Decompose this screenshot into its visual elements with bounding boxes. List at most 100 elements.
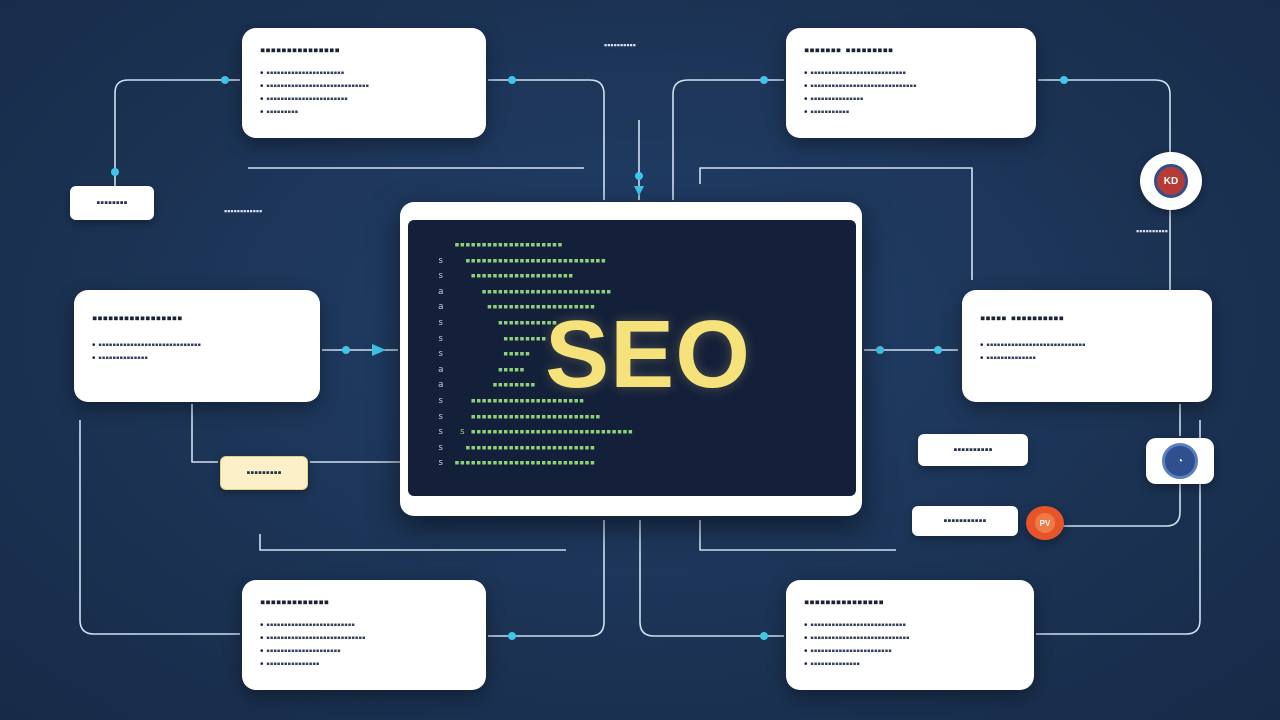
left-small-tag: ▪▪▪▪▪▪▪▪ xyxy=(70,186,154,220)
card-line: ▪▪▪▪▪▪▪▪▪▪▪▪▪▪ xyxy=(92,352,302,365)
code-line: a ▪▪▪▪▪▪▪▪ xyxy=(438,378,633,394)
seo-heading: SEO xyxy=(545,301,751,408)
card-line: ▪▪▪▪▪▪▪▪▪▪▪▪▪▪▪▪▪▪▪▪▪▪▪ xyxy=(804,645,1016,658)
code-gutter: s xyxy=(438,317,455,328)
code-gutter: s xyxy=(438,271,455,282)
code-line: s ▪▪▪▪▪▪▪▪▪▪▪▪▪▪▪▪▪▪▪ xyxy=(438,269,633,285)
card-title: ▪▪▪▪▪▪▪▪▪▪▪▪▪▪▪▪▪ xyxy=(92,310,183,327)
kd-badge-label: KD xyxy=(1163,175,1179,187)
card-line: ▪▪▪▪▪▪▪▪▪▪▪▪▪▪▪ xyxy=(804,93,1018,106)
code-text: ▪▪▪▪▪▪▪▪▪▪▪▪▪▪▪▪▪▪▪▪▪▪▪▪▪▪ xyxy=(454,255,606,266)
code-text: ▪▪▪▪▪▪▪▪▪▪▪▪▪▪▪▪▪▪▪▪ xyxy=(454,302,596,313)
code-gutter: s xyxy=(438,411,455,422)
code-text: ▪▪▪▪▪ xyxy=(454,349,531,360)
wire-under-topright xyxy=(699,167,973,280)
wire-badge-to-orange xyxy=(1062,484,1181,527)
analytics-badge-label: ◔ xyxy=(1176,455,1184,467)
card-title: ▪▪▪▪▪▪▪▪▪▪▪▪▪ xyxy=(260,594,330,611)
left-cream-tag: ▪▪▪▪▪▪▪▪▪ xyxy=(220,456,308,490)
code-line: a ▪▪▪▪▪▪▪▪▪▪▪▪▪▪▪▪▪▪▪▪▪▪▪▪ xyxy=(438,285,633,301)
wire-connector-dot xyxy=(508,76,516,84)
wire-connector-dot xyxy=(342,346,350,354)
card-line: ▪▪▪▪▪▪▪▪▪▪▪▪▪▪▪▪▪▪▪▪▪▪▪▪▪▪▪▪ xyxy=(980,339,1194,352)
analytics-badge-inner: ◔ xyxy=(1162,443,1198,479)
code-text: ▪▪▪▪▪▪▪▪▪▪▪ xyxy=(454,317,558,328)
kd-badge-icon: KD xyxy=(1140,152,1202,210)
code-line: s s ▪▪▪▪▪▪▪▪▪▪▪▪▪▪▪▪▪▪▪▪▪▪▪▪▪▪▪▪▪▪ xyxy=(438,425,633,441)
wire-topright-right xyxy=(1038,79,1171,290)
code-gutter: a xyxy=(438,364,455,375)
code-line: ▪▪▪▪▪▪▪▪▪▪▪▪▪▪▪▪▪▪▪▪ xyxy=(438,238,633,254)
arrow-down-icon xyxy=(634,186,644,196)
pv-badge-icon: PV xyxy=(1026,506,1064,540)
code-gutter xyxy=(438,240,454,250)
card-bottom-left: ▪▪▪▪▪▪▪▪▪▪▪▪▪ ▪▪▪▪▪▪▪▪▪▪▪▪▪▪▪▪▪▪▪▪▪▪▪▪▪ … xyxy=(242,580,486,690)
code-block: ▪▪▪▪▪▪▪▪▪▪▪▪▪▪▪▪▪▪▪▪s ▪▪▪▪▪▪▪▪▪▪▪▪▪▪▪▪▪▪… xyxy=(438,238,633,472)
card-line: ▪▪▪▪▪▪▪▪▪▪▪▪▪▪▪▪▪▪▪▪▪▪▪▪▪▪▪▪▪ xyxy=(260,80,468,93)
card-line: ▪▪▪▪▪▪▪▪▪▪▪▪▪▪▪▪▪▪▪▪▪ xyxy=(260,645,468,658)
code-text: ▪▪▪▪▪▪▪▪▪▪▪▪▪▪▪▪▪▪▪▪▪ xyxy=(454,395,585,406)
code-line: a ▪▪▪▪▪ xyxy=(438,363,633,379)
code-gutter: s xyxy=(438,427,455,438)
card-line: ▪▪▪▪▪▪▪▪▪▪▪▪▪▪ xyxy=(980,352,1194,365)
code-text: ▪▪▪▪▪▪▪▪▪▪▪▪▪▪▪▪▪▪▪▪ xyxy=(454,240,563,250)
card-title: ▪▪▪▪▪▪▪ ▪▪▪▪▪▪▪▪▪ xyxy=(804,42,894,59)
wire-connector-dot xyxy=(635,172,643,180)
code-line: s ▪▪▪▪▪▪▪▪▪▪▪▪▪▪▪▪▪▪▪▪▪▪▪▪▪▪ xyxy=(438,254,633,270)
code-text: ▪▪▪▪▪▪▪▪▪▪▪▪▪▪▪▪▪▪▪▪▪▪▪▪ xyxy=(454,286,612,297)
wire-connector-dot xyxy=(934,346,942,354)
code-gutter: s xyxy=(438,395,455,406)
code-gutter: s xyxy=(438,349,455,360)
left-float-label: ▪▪▪▪▪▪▪▪▪▪▪▪ xyxy=(224,206,263,216)
card-mid-right: ▪▪▪▪▪ ▪▪▪▪▪▪▪▪▪▪ ▪▪▪▪▪▪▪▪▪▪▪▪▪▪▪▪▪▪▪▪▪▪▪… xyxy=(962,290,1212,402)
code-gutter: s xyxy=(438,442,455,453)
card-line: ▪▪▪▪▪▪▪▪▪▪▪▪▪▪ xyxy=(804,658,1016,671)
badge-caption: ▪▪▪▪▪▪▪▪▪▪ xyxy=(1136,226,1168,236)
code-screen: ▪▪▪▪▪▪▪▪▪▪▪▪▪▪▪▪▪▪▪▪s ▪▪▪▪▪▪▪▪▪▪▪▪▪▪▪▪▪▪… xyxy=(408,220,856,496)
code-gutter: s xyxy=(438,458,455,469)
wire-bottomleft-right xyxy=(488,520,605,637)
right-tag-b: ▪▪▪▪▪▪▪▪▪▪▪ xyxy=(912,506,1018,536)
code-line: s ▪▪▪▪▪▪▪▪▪▪▪▪▪▪▪▪▪▪▪▪▪▪▪▪ xyxy=(438,441,633,457)
wire-connector-dot xyxy=(1060,76,1068,84)
code-gutter: a xyxy=(438,286,455,297)
code-text: ▪▪▪▪▪▪▪▪ xyxy=(454,333,547,344)
pv-badge-label: PV xyxy=(1039,518,1051,528)
code-text: ▪▪▪▪▪▪▪▪▪▪▪▪▪▪▪▪▪▪▪ xyxy=(454,271,574,282)
code-line: s ▪▪▪▪▪▪▪▪ xyxy=(438,332,633,348)
card-line: ▪▪▪▪▪▪▪▪▪▪▪▪▪▪▪▪▪▪▪▪▪▪▪▪▪▪▪▪ xyxy=(260,632,468,645)
wire-topright-left xyxy=(672,79,784,200)
card-line: ▪▪▪▪▪▪▪▪▪▪▪▪▪▪▪▪▪▪▪▪▪▪▪▪▪▪▪▪▪ xyxy=(92,339,302,352)
wire-left-long xyxy=(79,420,240,635)
wire-bottomright-left xyxy=(639,520,784,637)
card-line: ▪▪▪▪▪▪▪▪▪ xyxy=(260,106,468,119)
card-title: ▪▪▪▪▪▪▪▪▪▪▪▪▪▪▪ xyxy=(804,594,884,611)
code-text: ▪▪▪▪▪▪▪▪▪▪▪▪▪▪▪▪▪▪▪▪▪▪▪▪▪▪ xyxy=(454,458,596,469)
wire-connector-dot xyxy=(760,632,768,640)
card-line: ▪▪▪▪▪▪▪▪▪▪▪▪▪▪▪▪▪▪▪▪▪▪▪▪▪▪▪▪ xyxy=(804,632,1016,645)
code-text: ▪▪▪▪▪▪▪▪ xyxy=(454,380,536,391)
card-top-left: ▪▪▪▪▪▪▪▪▪▪▪▪▪▪▪ ▪▪▪▪▪▪▪▪▪▪▪▪▪▪▪▪▪▪▪▪▪▪ ▪… xyxy=(242,28,486,138)
wire-connector-dot xyxy=(876,346,884,354)
code-text: ▪▪▪▪▪ xyxy=(454,364,525,375)
code-gutter: s xyxy=(438,333,455,344)
code-gutter: s xyxy=(438,255,455,266)
card-title: ▪▪▪▪▪▪▪▪▪▪▪▪▪▪▪ xyxy=(260,42,340,59)
card-line: ▪▪▪▪▪▪▪▪▪▪▪ xyxy=(804,106,1018,119)
code-text: s ▪▪▪▪▪▪▪▪▪▪▪▪▪▪▪▪▪▪▪▪▪▪▪▪▪▪▪▪▪▪ xyxy=(454,427,634,438)
wire-midleft-down xyxy=(191,404,218,463)
wire-connector-dot xyxy=(111,168,119,176)
card-line: ▪▪▪▪▪▪▪▪▪▪▪▪▪▪▪▪▪▪▪▪▪▪ xyxy=(260,67,468,80)
pv-badge-inner: PV xyxy=(1035,513,1055,533)
card-title: ▪▪▪▪▪ ▪▪▪▪▪▪▪▪▪▪ xyxy=(980,310,1064,327)
wire-under-screen-right xyxy=(699,520,896,551)
analytics-badge-icon: ◔ xyxy=(1146,438,1214,484)
code-line: s ▪▪▪▪▪▪▪▪▪▪▪ xyxy=(438,316,633,332)
card-line: ▪▪▪▪▪▪▪▪▪▪▪▪▪▪▪▪▪▪▪▪▪▪▪▪▪▪▪ xyxy=(804,67,1018,80)
top-caption: ▪▪▪▪▪▪▪▪▪▪ xyxy=(604,40,636,50)
code-line: s ▪▪▪▪▪▪▪▪▪▪▪▪▪▪▪▪▪▪▪▪▪ xyxy=(438,394,633,410)
card-line: ▪▪▪▪▪▪▪▪▪▪▪▪▪▪▪▪▪▪▪▪▪▪▪▪▪▪▪▪▪▪ xyxy=(804,80,1018,93)
wire-connector-dot xyxy=(508,632,516,640)
kd-badge-inner: KD xyxy=(1154,164,1188,198)
